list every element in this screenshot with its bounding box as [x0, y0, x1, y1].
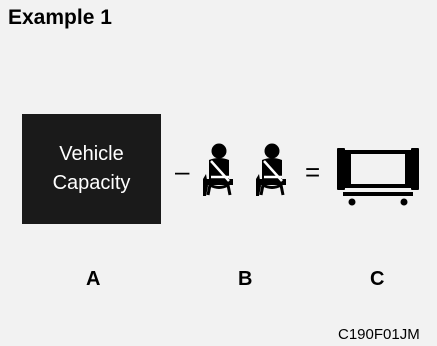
vehicle-capacity-box: Vehicle Capacity	[22, 114, 161, 224]
passenger-seatbelt-icon	[256, 143, 286, 196]
label-a: A	[86, 268, 101, 290]
figure-code: C190F01JM	[338, 326, 420, 343]
equals-sign: =	[305, 157, 321, 187]
cargo-load-icon	[337, 148, 419, 206]
label-c: C	[370, 268, 385, 290]
example-title: Example 1	[8, 6, 112, 29]
label-b: B	[238, 268, 253, 290]
passenger-seatbelt-icon	[203, 143, 233, 196]
vehicle-capacity-line2: Capacity	[52, 172, 131, 194]
vehicle-capacity-line1: Vehicle	[59, 143, 124, 165]
minus-sign: –	[175, 156, 190, 186]
